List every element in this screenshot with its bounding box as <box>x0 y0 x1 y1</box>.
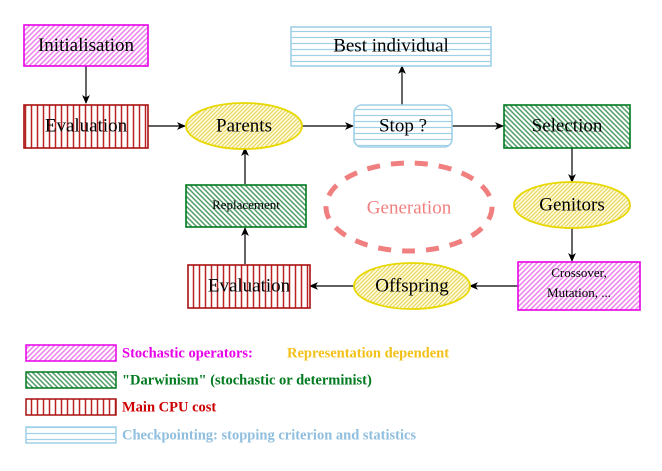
crossover-label-line1: Crossover, <box>551 265 606 280</box>
replacement-box[interactable] <box>185 184 307 228</box>
evaluation-top-label: Evaluation <box>45 115 128 136</box>
generation-dashed-ellipse <box>323 160 495 254</box>
stop-label: Stop ? <box>379 115 427 136</box>
parents-label: Parents <box>216 115 272 136</box>
initialisation-label: Initialisation <box>38 35 135 56</box>
node-parents[interactable]: Parents <box>185 102 303 150</box>
genitors-label: Genitors <box>539 194 604 215</box>
replacement-label: Replacement <box>212 197 280 212</box>
node-genitors[interactable]: Genitors <box>513 181 631 229</box>
genitors-ellipse[interactable] <box>513 181 631 229</box>
legend-label-darwinism: "Darwinism" (stochastic or determinist) <box>122 372 372 388</box>
legend-label-checkpointing: Checkpointing: stopping criterion and st… <box>122 427 416 443</box>
node-evaluation-top[interactable]: Evaluation <box>23 104 149 149</box>
node-selection[interactable]: Selection <box>503 104 631 149</box>
parents-ellipse[interactable] <box>185 102 303 150</box>
legend-label-main-cpu-cost: Main CPU cost <box>122 399 216 415</box>
node-offspring[interactable]: Offspring <box>353 262 471 310</box>
crossover-box[interactable] <box>517 261 641 311</box>
selection-box[interactable] <box>503 104 631 149</box>
legend: Stochastic operators: Representation dep… <box>25 344 449 444</box>
legend-item-main-cpu-cost: Main CPU cost <box>25 398 216 416</box>
offspring-label: Offspring <box>375 275 449 296</box>
node-initialisation[interactable]: Initialisation <box>23 24 149 67</box>
edges-group <box>82 65 576 290</box>
legend-item-checkpointing: Checkpointing: stopping criterion and st… <box>25 426 416 444</box>
node-generation: Generation <box>323 160 495 254</box>
node-replacement[interactable]: Replacement <box>185 184 307 228</box>
offspring-ellipse[interactable] <box>353 262 471 310</box>
node-evaluation-bottom[interactable]: Evaluation <box>187 264 311 309</box>
legend-label-representation-dependent: Representation dependent <box>287 345 449 361</box>
generation-label: Generation <box>367 197 452 218</box>
crossover-label-line2: Mutation, ... <box>547 285 611 300</box>
node-best-individual[interactable]: Best individual <box>290 26 492 67</box>
best-individual-label: Best individual <box>333 35 449 56</box>
legend-swatch-green-diagonal <box>25 371 117 389</box>
stop-box[interactable] <box>353 104 453 148</box>
node-crossover[interactable]: Crossover, Mutation, ... <box>517 261 641 311</box>
evaluation-top-box[interactable] <box>23 104 149 149</box>
best-individual-box[interactable] <box>290 26 492 67</box>
legend-swatch-magenta-diagonal <box>25 344 117 362</box>
evaluation-bottom-box[interactable] <box>187 264 311 309</box>
legend-swatch-blue-horizontal <box>25 426 117 444</box>
selection-label: Selection <box>532 115 603 136</box>
evaluation-bottom-label: Evaluation <box>208 275 291 296</box>
legend-item-stochastic-operators: Stochastic operators: Representation dep… <box>25 344 449 362</box>
legend-label-stochastic-operators: Stochastic operators: <box>122 345 253 361</box>
legend-item-darwinism: "Darwinism" (stochastic or determinist) <box>25 371 372 389</box>
initialisation-box[interactable] <box>23 24 149 67</box>
legend-swatch-red-vertical <box>25 398 117 416</box>
node-stop[interactable]: Stop ? <box>353 104 453 148</box>
